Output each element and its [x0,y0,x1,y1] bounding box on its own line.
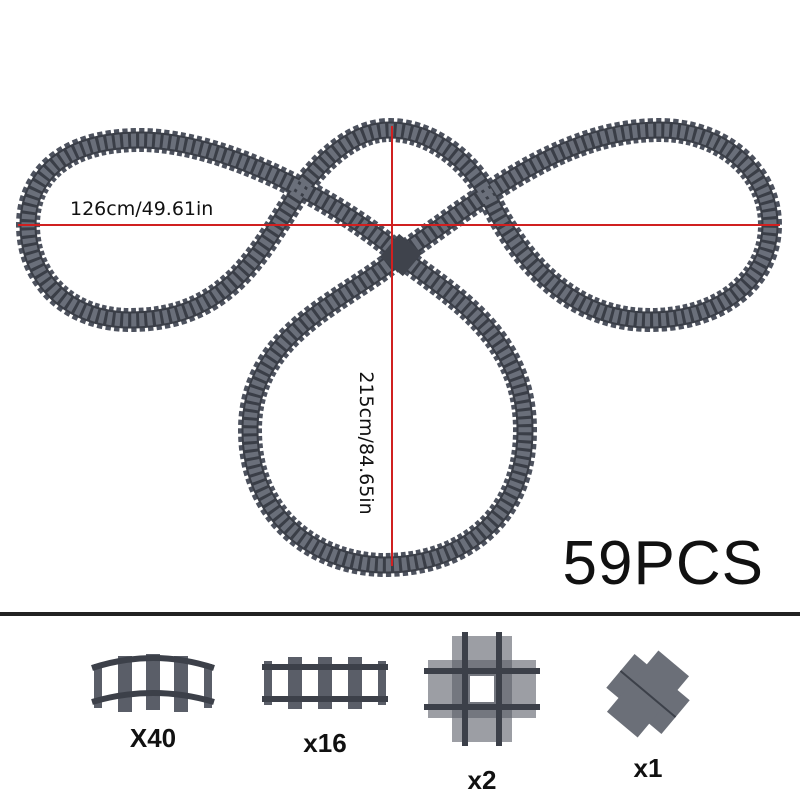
diagonal-crossing-icon [606,650,690,738]
divider [0,612,800,616]
cross-track-quantity: x2 [467,765,497,795]
track-layout-diagram [0,0,800,612]
curved-track-icon [91,654,215,712]
crossing-piece [379,233,423,277]
height-label: 215cm/84.65in [355,371,377,515]
straight-track-icon [262,657,388,709]
piece-curved-track: X40 [88,652,218,754]
straight-track-quantity: x16 [303,728,347,758]
curved-track-quantity: X40 [129,723,177,753]
piece-cross-track: x2 [424,632,540,796]
track-sleepers [28,130,770,565]
piece-diagonal-crossing: x1 [598,648,698,784]
track-rails [28,130,770,565]
diagonal-crossing-quantity: x1 [633,753,663,783]
track-inner [28,130,770,565]
cross-track-icon [424,632,540,746]
piece-count-total: 59PCS [562,529,764,598]
piece-straight-track: x16 [260,655,390,759]
width-label: 126cm/49.61in [70,198,214,220]
